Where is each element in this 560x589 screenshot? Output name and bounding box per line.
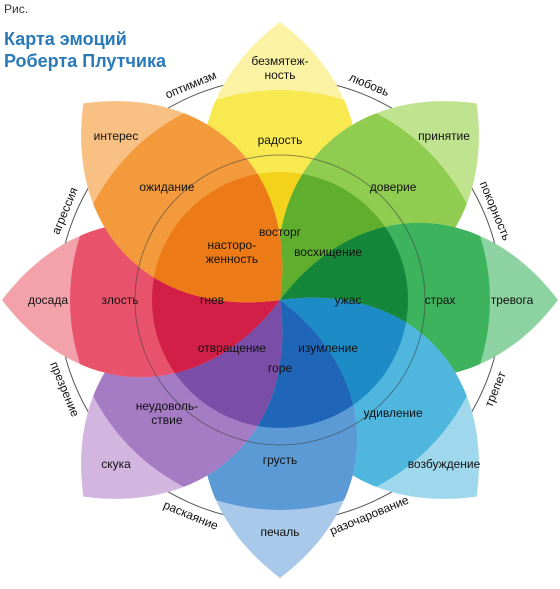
dyad-awe: трепет <box>482 369 509 409</box>
label-anticipation-mid: ожидание <box>139 180 194 194</box>
label-fear-core: ужас <box>335 293 362 307</box>
petal-anticipation-core-band <box>152 172 283 303</box>
label-joy-tip: безмятеж-ность <box>251 54 308 82</box>
label-fear-mid: страх <box>425 293 456 307</box>
label-anger-mid: злость <box>102 293 139 307</box>
labels-trust: восхищение доверие принятие <box>294 129 470 259</box>
label-fear-tip: тревога <box>491 293 534 307</box>
labels-disgust: отвращение неудоволь-ствие скука <box>101 341 266 471</box>
label-surprise-tip: возбуждение <box>408 457 481 471</box>
label-anticipation-core: насторо-женность <box>206 238 258 266</box>
label-anger-core: гнев <box>200 293 224 307</box>
label-anger-tip: досада <box>28 293 68 307</box>
diagram-title: Карта эмоций Роберта Плутчика <box>4 28 166 72</box>
label-sadness-tip: печаль <box>261 525 300 539</box>
dyad-submission: покорность <box>477 179 514 243</box>
label-sadness-core: горе <box>268 361 292 375</box>
labels-anticipation: насторо-женность ожидание интерес <box>94 129 258 266</box>
labels-anger: гнев злость досада <box>28 293 224 307</box>
label-surprise-core: изумление <box>298 341 358 355</box>
label-trust-tip: принятие <box>418 129 470 143</box>
label-disgust-core: отвращение <box>198 341 266 355</box>
label-disgust-tip: скука <box>101 457 131 471</box>
title-line-1: Карта эмоций <box>4 29 127 49</box>
title-line-2: Роберта Плутчика <box>4 51 166 71</box>
labels-fear: ужас страх тревога <box>335 293 534 307</box>
label-joy-mid: радость <box>258 133 303 147</box>
dyad-aggressiveness: агрессия <box>49 185 81 236</box>
label-joy-core: восторг <box>259 225 302 239</box>
dyad-love: любовь <box>347 70 391 99</box>
label-trust-core: восхищение <box>294 245 362 259</box>
figure-label: Рис. <box>4 2 29 16</box>
label-surprise-mid: удивление <box>364 406 423 420</box>
label-trust-mid: доверие <box>370 180 417 194</box>
labels-sadness: горе грусть печаль <box>261 361 300 539</box>
inner-ring <box>134 154 426 446</box>
labels-joy: восторг радость безмятеж-ность <box>251 54 308 239</box>
label-anticipation-tip: интерес <box>94 129 139 143</box>
label-sadness-mid: грусть <box>263 453 298 467</box>
labels-surprise: изумление удивление возбуждение <box>298 341 480 471</box>
label-disgust-mid: неудоволь-ствие <box>136 399 198 427</box>
